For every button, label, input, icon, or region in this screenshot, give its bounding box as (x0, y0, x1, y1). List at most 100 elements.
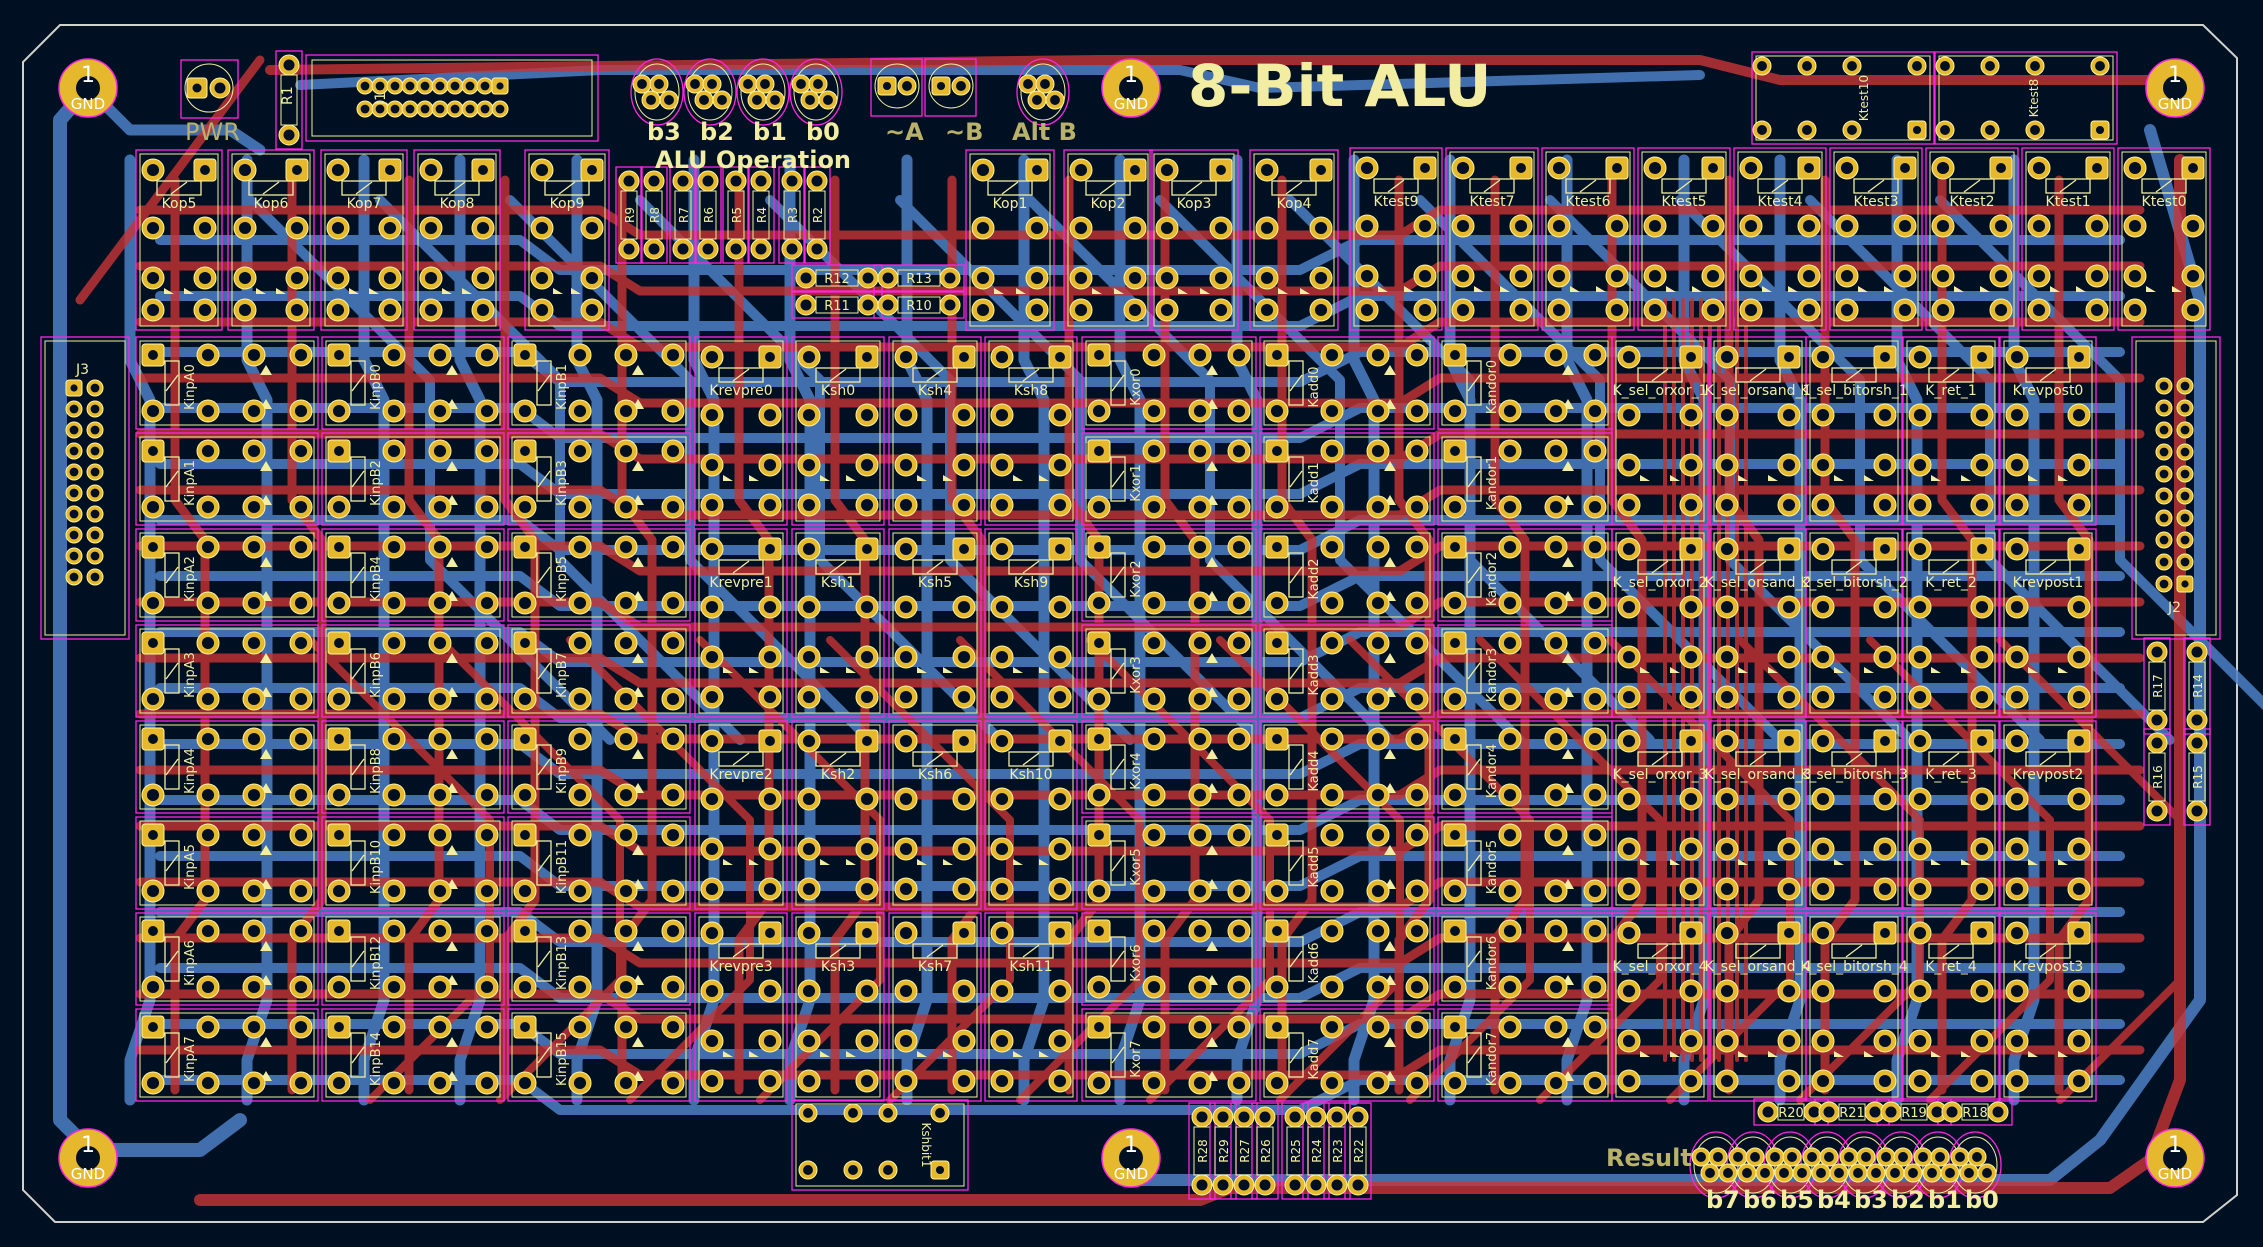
pad-drill (648, 175, 660, 187)
pad-drill (294, 884, 308, 898)
pad-drill (334, 350, 344, 360)
pad-drill (1588, 924, 1602, 938)
courtyard (669, 166, 697, 264)
pad-drill (360, 81, 370, 91)
pad-drill (1549, 692, 1563, 706)
silkscreen-outline (1263, 532, 1431, 618)
coil-slash (1942, 368, 1960, 382)
pad-drill (1823, 1106, 1835, 1118)
pad-drill (69, 551, 79, 561)
coil-symbol (164, 840, 180, 886)
pad-drill (1147, 788, 1161, 802)
contact-arrow-icon (1562, 557, 1574, 601)
relay-label: Kop3 (1177, 196, 1212, 212)
pad-drill (1946, 1106, 1958, 1118)
pad-drill (294, 924, 308, 938)
pad-drill (1977, 352, 1987, 362)
pad-drill (763, 408, 777, 422)
contact-arrow-icon (260, 653, 272, 697)
pad-drill (1456, 269, 1470, 283)
pad-drill (1410, 980, 1424, 994)
courtyard (1259, 816, 1435, 910)
pad-drill (292, 165, 302, 175)
coil-slash (351, 854, 365, 872)
relay-label: Krevpost1 (2013, 575, 2084, 591)
contact-arrow-icon (1666, 286, 1702, 292)
relay-label: Kandor3 (1485, 648, 1500, 702)
courtyard (135, 336, 319, 430)
pad-drill (1260, 221, 1274, 235)
coil-slash (351, 374, 365, 392)
back-trace (241, 154, 273, 1106)
pad-drill (465, 81, 475, 91)
relay-label: Kadd7 (1307, 1038, 1322, 1079)
pad-drill (707, 79, 717, 89)
pad-drill (1074, 271, 1088, 285)
pad-drill (1053, 842, 1067, 856)
pad-drill (1514, 303, 1528, 317)
pad-drill (1193, 596, 1207, 610)
pad-drill (69, 446, 79, 456)
silkscreen-outline (511, 340, 687, 426)
courtyard (1611, 720, 1709, 910)
pad-drill (2159, 469, 2169, 479)
pad-drill (717, 95, 727, 105)
hole-pin-number: 1 (81, 1133, 95, 1158)
relay-label: KinpA5 (183, 844, 198, 890)
pad-drill (2191, 737, 2203, 749)
pad-drill (1316, 165, 1326, 175)
pad-drill (1272, 638, 1282, 648)
toggle-silk (874, 63, 920, 109)
contact-arrow-icon (1738, 1051, 1778, 1057)
pad-drill (294, 404, 308, 418)
pad-drill (666, 444, 680, 458)
courtyard (1902, 528, 2000, 718)
coil-symbol (536, 360, 552, 406)
pad-drill (480, 596, 494, 610)
coil-slash (2059, 179, 2077, 193)
pad-drill (294, 1020, 308, 1034)
pad-drill (1360, 303, 1374, 317)
coil-symbol (1928, 367, 1974, 383)
pad-drill (823, 95, 833, 105)
pad-drill (1622, 1034, 1636, 1048)
pad-drill (1193, 980, 1207, 994)
pad-drill (2032, 269, 2046, 283)
pad-drill (2010, 842, 2024, 856)
pad-drill (290, 271, 304, 285)
courtyard (135, 528, 319, 622)
pad-drill (334, 926, 344, 936)
courtyard (984, 528, 1078, 718)
relay-label: Kadd1 (1307, 462, 1322, 503)
pad-drill (666, 924, 680, 938)
pad-drill (238, 271, 252, 285)
contact-arrow-icon (1474, 286, 1510, 292)
pad-drill (387, 500, 401, 514)
pad-drill (730, 175, 742, 187)
front-trace (135, 205, 2145, 240)
pad-drill (1549, 636, 1563, 650)
pad-drill (294, 636, 308, 650)
pad-drill (1092, 884, 1106, 898)
pad-drill (899, 842, 913, 856)
pad-drill (2072, 1074, 2086, 1088)
pad-drill (1160, 303, 1174, 317)
pad-drill (763, 842, 777, 856)
contact-arrow-icon (446, 653, 458, 697)
silkscreen-outline (325, 916, 501, 1002)
pad-drill (1804, 163, 1814, 173)
pad-drill (2072, 882, 2086, 896)
contact-arrow-icon (1378, 286, 1414, 292)
pad-drill (1314, 303, 1328, 317)
pad-drill (959, 544, 969, 554)
pad-drill (1232, 828, 1246, 842)
pad-drill (1503, 348, 1517, 362)
contact-arrow-icon (260, 557, 272, 601)
pad-drill (1684, 792, 1698, 806)
coil-symbol (1735, 367, 1781, 383)
courtyard (1259, 336, 1435, 430)
pad-drill (2010, 926, 2024, 940)
pad-drill (1552, 269, 1566, 283)
courtyard (1249, 149, 1339, 331)
coil-slash (1651, 368, 1669, 382)
